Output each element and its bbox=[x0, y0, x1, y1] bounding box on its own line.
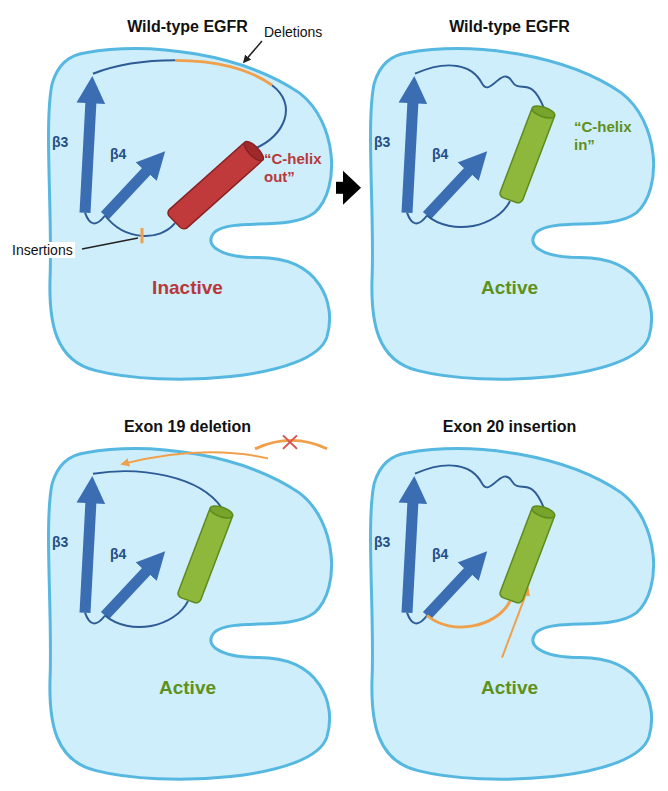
panel-title: Exon 19 deletion bbox=[10, 418, 365, 436]
kinase-domain: Exon 19 deletionActive bbox=[40, 445, 335, 785]
kinase-outline bbox=[362, 45, 657, 385]
strand-label: β3 bbox=[52, 134, 68, 150]
strand-label: β4 bbox=[110, 546, 126, 562]
helix-label: “C-helix out” bbox=[264, 150, 330, 186]
state-label: Active bbox=[402, 677, 617, 699]
kinase-domain: Exon 20 insertionActive bbox=[362, 445, 657, 785]
strand-label: β4 bbox=[432, 146, 448, 162]
helix-label: “C-helix in” bbox=[574, 118, 640, 154]
kinase-outline bbox=[40, 45, 335, 385]
strand-label: β4 bbox=[110, 146, 126, 162]
leader-line bbox=[82, 238, 138, 249]
exon19-kinase-art bbox=[85, 435, 327, 627]
state-label: Active bbox=[80, 677, 295, 699]
state-label: Active bbox=[402, 277, 617, 299]
strand-label: β3 bbox=[52, 534, 68, 550]
strand-label: β3 bbox=[374, 534, 390, 550]
kinase-domain: Wild-type EGFRInactive bbox=[40, 45, 335, 385]
active-kinase-art bbox=[407, 65, 556, 227]
state-label: Inactive bbox=[80, 277, 295, 299]
callout-label: Deletions bbox=[262, 24, 324, 40]
kinase-domain: Wild-type EGFRActive bbox=[362, 45, 657, 385]
kinase-outline bbox=[362, 445, 657, 785]
callout-label: Insertions bbox=[10, 242, 75, 258]
transition-arrow bbox=[336, 171, 361, 205]
kinase-outline bbox=[40, 445, 335, 785]
leader-line bbox=[244, 41, 262, 62]
strand-label: β3 bbox=[374, 134, 390, 150]
panel-title: Exon 20 insertion bbox=[332, 418, 668, 436]
panel-title: Wild-type EGFR bbox=[332, 18, 668, 36]
strand-label: β4 bbox=[432, 546, 448, 562]
exon20-kinase-art bbox=[407, 465, 556, 657]
inactive-kinase-art bbox=[85, 60, 286, 243]
